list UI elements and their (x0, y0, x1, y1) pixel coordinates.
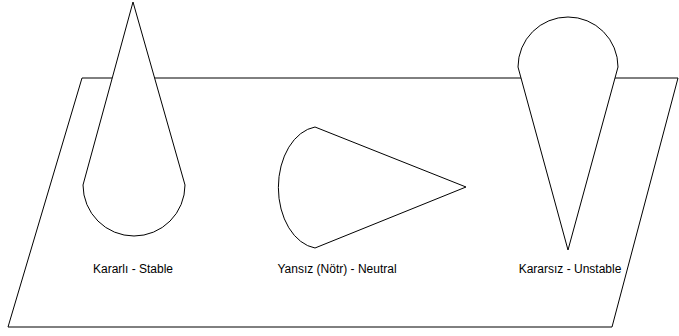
caption-label: Kararlı - Stable (93, 262, 173, 276)
caption-label: Kararsız - Unstable (519, 262, 622, 276)
caption-label: Yansız (Nötr) - Neutral (277, 262, 396, 276)
neutral-cone (278, 127, 466, 248)
stable-cone (83, 2, 185, 236)
unstable-cone (518, 17, 618, 250)
